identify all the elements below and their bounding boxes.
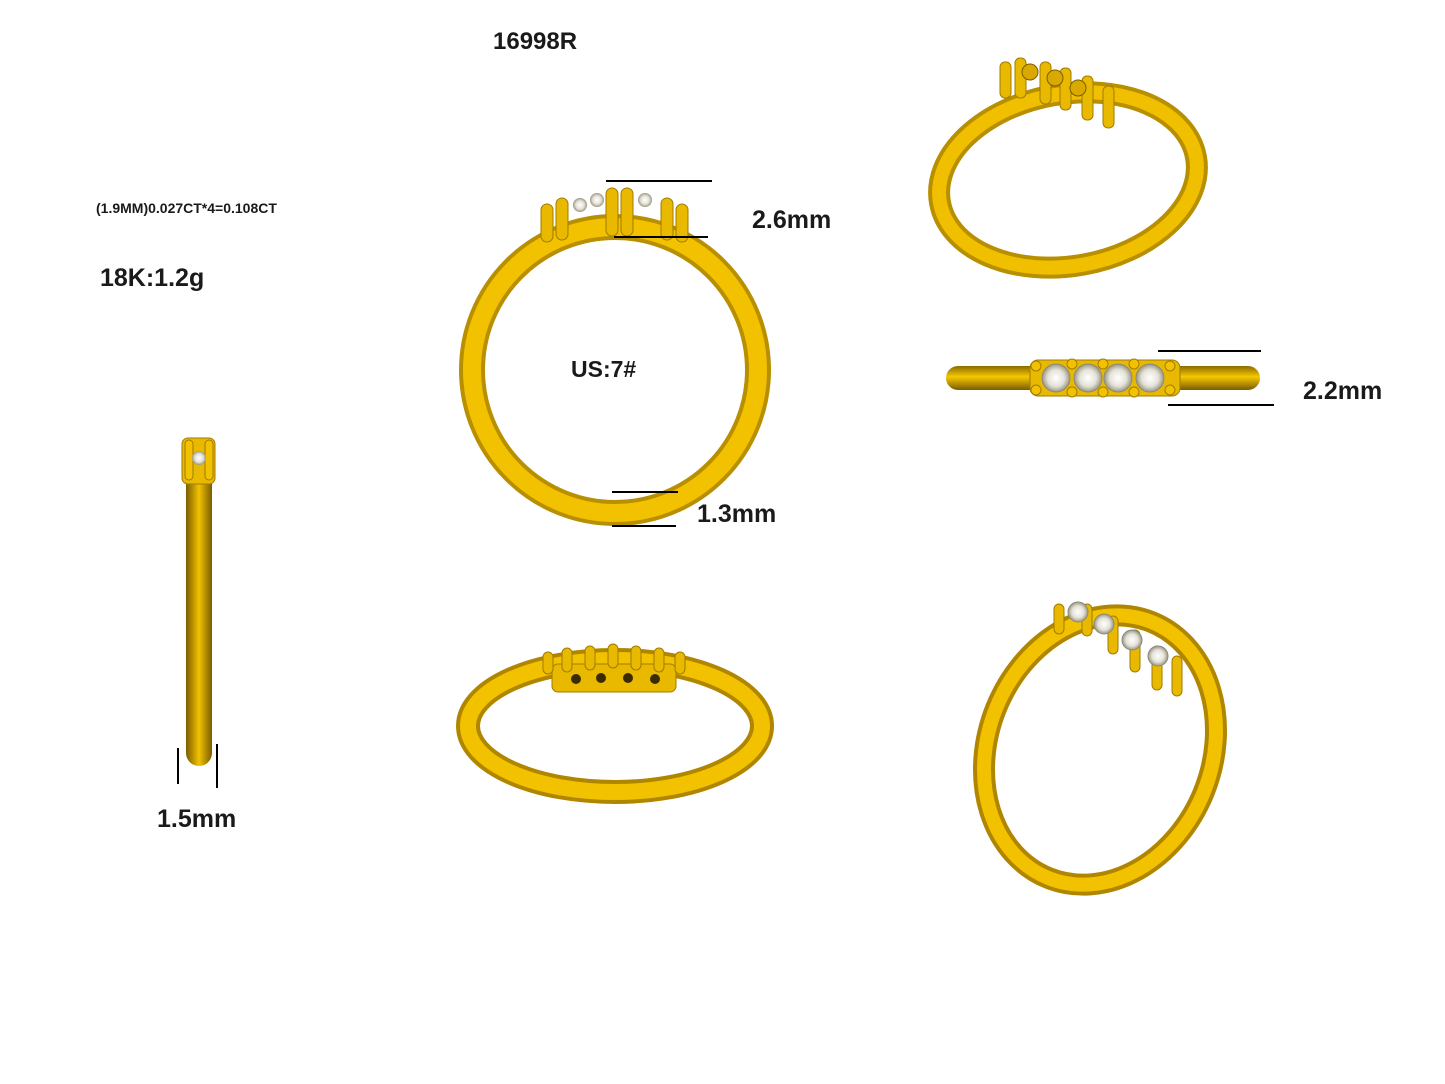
dimension-top-height: 2.6mm	[752, 206, 832, 234]
dimension-band-thickness: 1.3mm	[697, 500, 777, 528]
front-view-ring	[459, 187, 771, 526]
perspective-view-front	[456, 643, 774, 804]
dimension-band-width: 1.5mm	[157, 805, 237, 833]
metal-weight: 18K:1.2g	[100, 264, 205, 292]
stone-spec: (1.9MM)0.027CT*4=0.108CT	[96, 200, 277, 216]
side-view-horizontal	[946, 358, 1260, 398]
ring-size-label: US:7#	[571, 356, 637, 382]
perspective-view-top-head	[999, 57, 1115, 129]
dimension-lines	[177, 180, 1274, 788]
model-code: 16998R	[493, 28, 578, 55]
perspective-view-angled-head	[1053, 601, 1183, 697]
side-view-vertical	[181, 437, 216, 766]
perspective-view-angled	[972, 604, 1228, 896]
dimension-head-width: 2.2mm	[1303, 377, 1383, 405]
front-view-prongs	[540, 187, 689, 243]
perspective-view-top	[928, 81, 1208, 279]
